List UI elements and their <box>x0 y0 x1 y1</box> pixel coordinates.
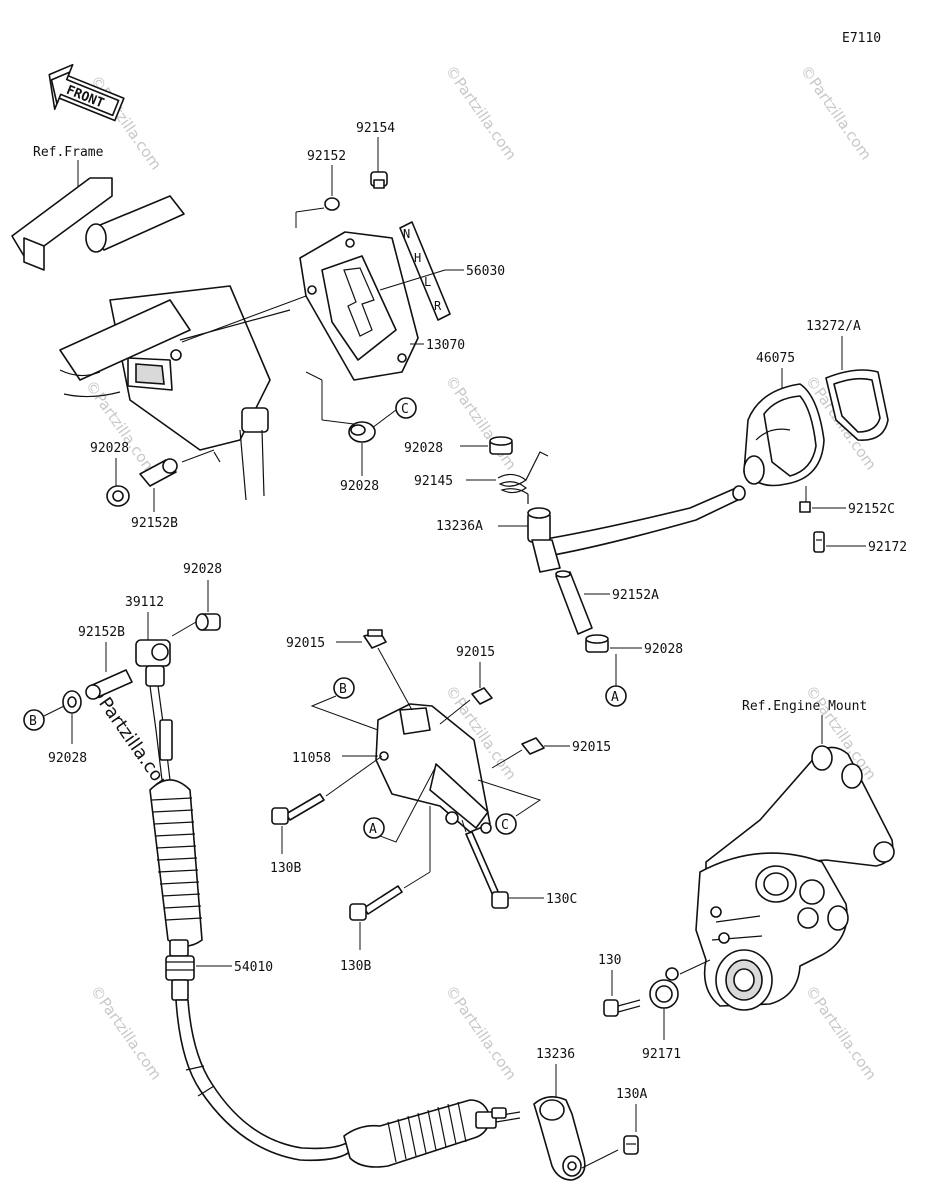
shift-lever-13236a <box>527 485 746 573</box>
part-label-11058: 11058 <box>292 751 331 766</box>
svg-text:N: N <box>403 227 410 241</box>
watermark: ©Partzilla.com <box>442 982 520 1083</box>
bolt-92154 <box>370 171 388 189</box>
svg-text:C: C <box>401 402 409 417</box>
part-label-92028-left: 92028 <box>90 441 129 456</box>
bolt-130c <box>465 831 509 909</box>
part-label-13070: 13070 <box>426 338 465 353</box>
part-label-13272a: 13272/A <box>806 319 861 334</box>
part-label-92028-lever: 92028 <box>404 441 443 456</box>
part-label-92028-lower: 92028 <box>644 642 683 657</box>
watermark: ©Partzilla.com <box>797 62 875 163</box>
svg-text:A: A <box>369 822 377 837</box>
part-label-130b-lower: 130B <box>340 959 371 974</box>
part-label-92152: 92152 <box>307 149 346 164</box>
shift-knob-46075 <box>743 383 825 487</box>
nut-92015-mid <box>471 687 493 705</box>
svg-text:B: B <box>29 714 37 729</box>
part-label-39112: 39112 <box>125 595 164 610</box>
svg-text:B: B <box>339 682 347 697</box>
part-label-92152b-left: 92152B <box>78 625 125 640</box>
watermark: ©Partzilla.com <box>802 982 880 1083</box>
bolt-130a <box>623 1135 639 1155</box>
watermark: ©Partzilla.com <box>87 982 165 1083</box>
svg-text:R: R <box>434 299 442 313</box>
part-label-92171: 92171 <box>642 1047 681 1062</box>
watermark: ©Partzilla.com <box>442 62 520 163</box>
diagram-code: E7110 <box>842 31 881 46</box>
part-label-13236: 13236 <box>536 1047 575 1062</box>
front-arrow: FRONT <box>48 63 125 122</box>
shift-cable-54010 <box>149 685 521 1168</box>
callout-b-center <box>333 677 355 699</box>
part-label-92028-center: 92028 <box>340 479 379 494</box>
part-label-92172: 92172 <box>868 540 907 555</box>
part-label-54010: 54010 <box>234 960 273 975</box>
part-label-56030: 56030 <box>466 264 505 279</box>
part-label-130a: 130A <box>616 1087 647 1102</box>
bracket-11058 <box>375 703 492 834</box>
bush-92028-far-left <box>62 690 82 714</box>
part-label-92015-top: 92015 <box>286 636 325 651</box>
ref-engine-mount-label: Ref.Engine Mount <box>742 699 867 714</box>
collar-92152b-top <box>139 458 178 487</box>
clamp-92171 <box>649 967 679 1009</box>
bush-92028-lever <box>489 436 513 455</box>
part-label-92015-right: 92015 <box>572 740 611 755</box>
knob-cover-13272a <box>825 369 889 441</box>
shift-arm-13236 <box>533 1096 619 1181</box>
part-label-92015-mid: 92015 <box>456 645 495 660</box>
part-label-46075: 46075 <box>756 351 795 366</box>
callout-c <box>395 397 417 419</box>
callout-c-center <box>495 813 517 835</box>
collar-92152c <box>799 501 811 513</box>
callout-a-center <box>363 817 385 839</box>
collar-92152 <box>324 197 340 211</box>
engine-mount-assembly <box>695 745 895 1011</box>
nut-92015-right <box>521 737 545 755</box>
part-label-130: 130 <box>598 953 621 968</box>
frame-assembly <box>11 177 291 501</box>
bush-92028-left <box>106 485 130 507</box>
callout-b-left <box>23 709 45 731</box>
part-label-13236a: 13236A <box>436 519 483 534</box>
spring-92145 <box>497 451 549 504</box>
bush-92028-upper-left <box>195 613 221 631</box>
svg-text:C: C <box>501 818 509 833</box>
bush-92028-lower <box>585 634 609 653</box>
indicator-plate-56030: N H L R <box>399 221 451 321</box>
watermark: ©Partzilla.com <box>442 372 520 473</box>
joint-39112 <box>135 639 171 687</box>
part-label-92028-upper-left: 92028 <box>183 562 222 577</box>
part-label-130b-upper: 130B <box>270 861 301 876</box>
bush-92028 <box>348 421 376 443</box>
part-label-92154: 92154 <box>356 121 395 136</box>
part-label-92145: 92145 <box>414 474 453 489</box>
bolt-130b-upper <box>271 793 325 825</box>
nut-92015-top <box>363 629 387 649</box>
ref-frame-label: Ref.Frame <box>33 145 104 160</box>
svg-text:A: A <box>611 690 619 705</box>
part-label-92152a: 92152A <box>612 588 659 603</box>
callout-a <box>605 685 627 707</box>
bolt-130 <box>603 999 641 1017</box>
bolt-130b-lower <box>349 885 403 921</box>
part-label-130c: 130C <box>546 892 577 907</box>
part-label-92028-far-left: 92028 <box>48 751 87 766</box>
collar-92152a <box>555 570 593 635</box>
svg-text:L: L <box>424 275 431 289</box>
svg-text:H: H <box>414 251 421 265</box>
shift-guide-13070 <box>299 231 419 381</box>
collar-92152b-left <box>85 669 133 700</box>
screw-92172 <box>813 531 825 553</box>
part-label-92152c: 92152C <box>848 502 895 517</box>
part-label-92152b-top: 92152B <box>131 516 178 531</box>
